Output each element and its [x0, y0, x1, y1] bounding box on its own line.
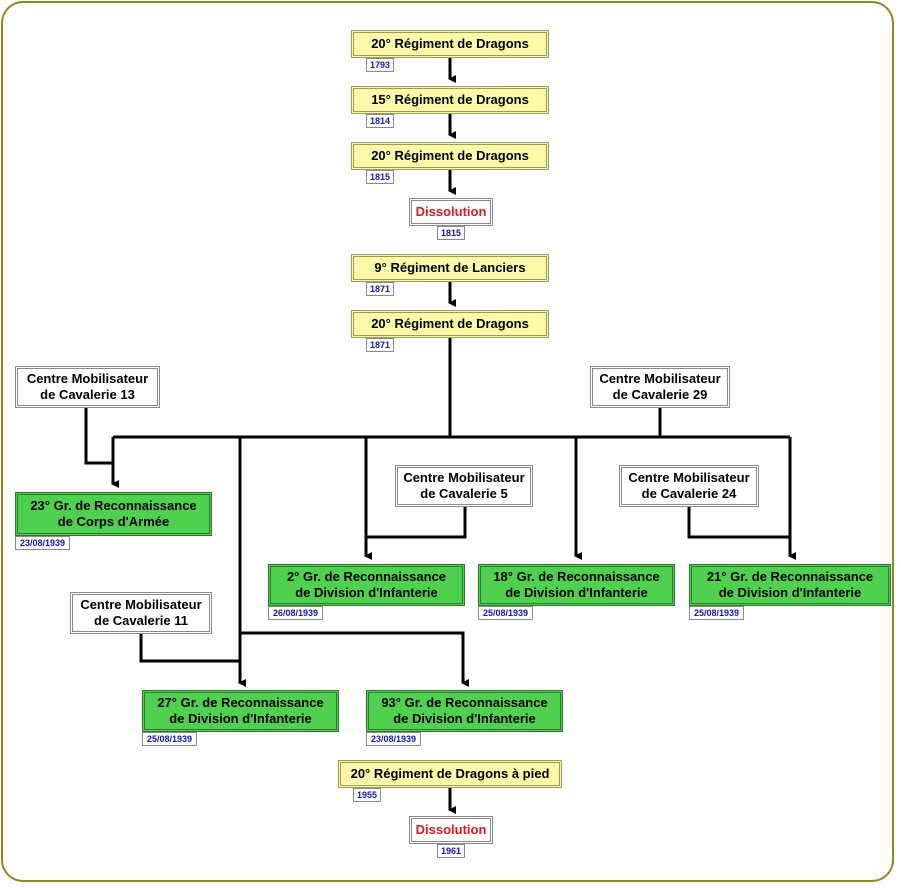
node-label: de Division d'Infanterie	[393, 711, 536, 726]
node-dissolution-1815: Dissolution	[409, 198, 493, 226]
node-group-27: 27° Gr. de Reconnaissance de Division d'…	[142, 690, 339, 732]
date-badge: 25/08/1939	[689, 606, 744, 620]
node-label: 27° Gr. de Reconnaissance	[157, 695, 324, 710]
date-badge: 1815	[366, 170, 394, 184]
link-cm13-g23	[84, 407, 113, 465]
node-20-dragons-1793: 20° Régiment de Dragons	[351, 30, 549, 58]
node-label: 18° Gr. de Reconnaissance	[493, 569, 660, 584]
date-badge: 25/08/1939	[478, 606, 533, 620]
node-centre-mobilisateur-11: Centre Mobilisateur de Cavalerie 11	[70, 592, 212, 634]
node-label: Centre Mobilisateur	[599, 371, 721, 386]
link-bus-g93	[240, 631, 469, 687]
node-centre-mobilisateur-13: Centre Mobilisateur de Cavalerie 13	[15, 366, 160, 408]
node-label: de Division d'Infanterie	[169, 711, 312, 726]
node-group-18: 18° Gr. de Reconnaissance de Division d'…	[478, 564, 675, 606]
node-label: 2° Gr. de Reconnaissance	[286, 569, 447, 584]
node-20-dragons-1815: 20° Régiment de Dragons	[351, 142, 549, 170]
node-label: 20° Régiment de Dragons	[371, 36, 529, 51]
date-badge: 1955	[353, 788, 381, 802]
date-badge: 1793	[366, 58, 394, 72]
node-group-21: 21° Gr. de Reconnaissance de Division d'…	[689, 564, 891, 606]
node-label: 93° Gr. de Reconnaissance	[381, 695, 548, 710]
node-centre-mobilisateur-5: Centre Mobilisateur de Cavalerie 5	[395, 465, 533, 507]
node-label: de Corps d'Armée	[57, 514, 170, 529]
node-label: 21° Gr. de Reconnaissance	[706, 569, 874, 584]
link-cm11-g27	[139, 634, 240, 663]
node-label: Dissolution	[415, 822, 487, 837]
node-label: Centre Mobilisateur	[26, 371, 149, 386]
node-label: 23° Gr. de Reconnaissance	[30, 498, 197, 513]
date-badge: 26/08/1939	[268, 606, 323, 620]
node-dissolution-1961: Dissolution	[409, 816, 493, 844]
node-label: 20° Régiment de Dragons à pied	[350, 766, 550, 781]
date-badge: 23/08/1939	[15, 536, 70, 550]
node-20-dragons-1871: 20° Régiment de Dragons	[351, 310, 549, 338]
node-label: Centre Mobilisateur	[80, 597, 202, 612]
node-centre-mobilisateur-24: Centre Mobilisateur de Cavalerie 24	[619, 465, 759, 507]
node-label: Dissolution	[415, 204, 487, 219]
date-badge: 1961	[437, 844, 465, 858]
node-label: de Cavalerie 11	[94, 613, 188, 628]
node-9-lanciers: 9° Régiment de Lanciers	[351, 254, 549, 282]
node-group-93: 93° Gr. de Reconnaissance de Division d'…	[366, 690, 563, 732]
node-label: Centre Mobilisateur	[628, 470, 750, 485]
node-group-23: 23° Gr. de Reconnaissance de Corps d'Arm…	[15, 492, 212, 536]
link-cm24-g21	[687, 507, 790, 539]
date-badge: 25/08/1939	[142, 732, 197, 746]
date-badge: 1871	[366, 282, 394, 296]
node-20-dragons-a-pied: 20° Régiment de Dragons à pied	[338, 760, 562, 788]
node-label: de Cavalerie 24	[641, 486, 737, 501]
date-badge: 1815	[437, 226, 465, 240]
node-label: 20° Régiment de Dragons	[371, 316, 529, 331]
node-label: de Cavalerie 13	[40, 387, 135, 402]
date-badge: 23/08/1939	[366, 732, 421, 746]
node-label: de Division d'Infanterie	[718, 585, 862, 600]
node-label: de Division d'Infanterie	[505, 585, 648, 600]
node-label: Centre Mobilisateur	[403, 470, 525, 485]
date-badge: 1814	[366, 114, 394, 128]
node-group-2: 2° Gr. de Reconnaissance de Division d'I…	[268, 564, 465, 606]
node-label: de Cavalerie 5	[420, 486, 508, 501]
node-label: de Cavalerie 29	[612, 387, 708, 402]
node-centre-mobilisateur-29: Centre Mobilisateur de Cavalerie 29	[590, 366, 730, 408]
node-label: de Division d'Infanterie	[295, 585, 438, 600]
date-badge: 1871	[366, 338, 394, 352]
node-label: 9° Régiment de Lanciers	[374, 260, 526, 275]
node-label: 20° Régiment de Dragons	[371, 148, 529, 163]
link-cm5-g2	[366, 507, 467, 539]
node-15-dragons: 15° Régiment de Dragons	[351, 86, 549, 114]
node-label: 15° Régiment de Dragons	[371, 92, 529, 107]
